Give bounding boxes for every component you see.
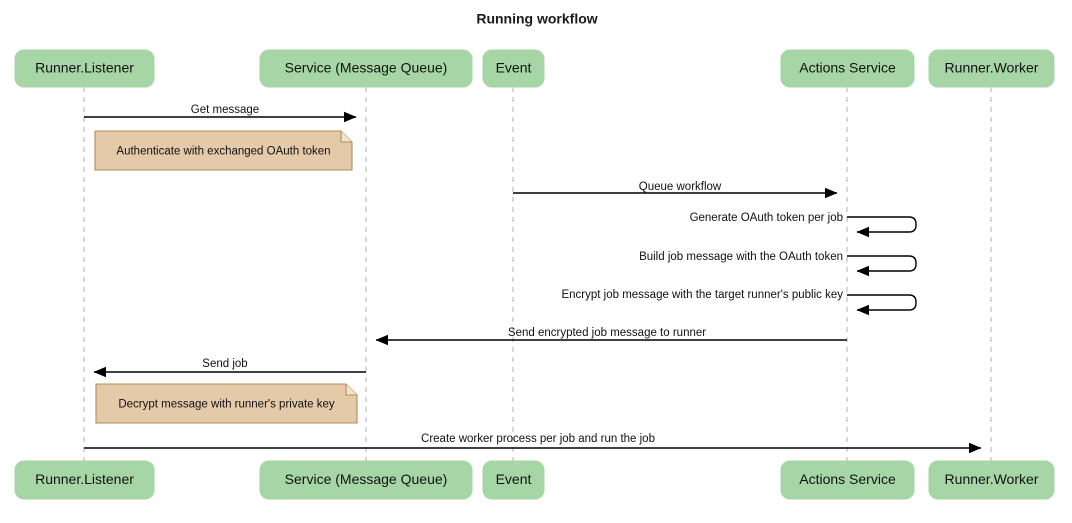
participant-box	[928, 49, 1055, 88]
message-send-job[interactable]: Send job	[93, 358, 366, 378]
self-loop-path	[847, 255, 917, 277]
lifelines-layer	[83, 87, 992, 461]
participant-box	[14, 460, 155, 500]
self-loop-path	[847, 216, 917, 238]
note-authenticate-with-exchanged-oauth-token[interactable]: Authenticate with exchanged OAuth token	[94, 130, 353, 171]
message-generate-oauth-token-per-job[interactable]: Generate OAuth token per job	[690, 212, 917, 238]
participant-label: Runner.Listener	[35, 471, 134, 487]
participant-box	[482, 460, 545, 500]
participant-label: Service (Message Queue)	[285, 60, 448, 76]
message-build-job-message-with-the-oauth-token[interactable]: Build job message with the OAuth token	[639, 251, 917, 277]
message-label: Build job message with the OAuth token	[639, 251, 843, 263]
note-body	[95, 383, 358, 424]
message-label: Generate OAuth token per job	[690, 212, 843, 224]
participant-service-message-queue-bottom[interactable]: Service (Message Queue)	[259, 460, 473, 500]
participant-box	[928, 460, 1055, 500]
message-label: Send encrypted job message to runner	[508, 327, 706, 339]
participant-label: Actions Service	[799, 60, 896, 76]
message-label: Create worker process per job and run th…	[421, 433, 655, 445]
message-create-worker-process-per-job-and-run-the-job[interactable]: Create worker process per job and run th…	[84, 433, 982, 454]
participant-runner-listener-top[interactable]: Runner.Listener	[14, 49, 155, 88]
note-fold-corner	[345, 384, 357, 396]
note-fold-corner	[340, 131, 352, 143]
participant-actions-service-bottom[interactable]: Actions Service	[780, 460, 915, 500]
participant-box	[482, 49, 545, 88]
participant-runner-worker-top[interactable]: Runner.Worker	[928, 49, 1055, 88]
participant-box	[780, 49, 915, 88]
notes-layer: Authenticate with exchanged OAuth tokenD…	[94, 130, 358, 424]
self-loop-path	[847, 294, 917, 316]
message-send-encrypted-job-message-to-runner[interactable]: Send encrypted job message to runner	[375, 327, 847, 346]
participant-box	[14, 49, 155, 88]
message-label: Send job	[202, 358, 247, 370]
message-label: Encrypt job message with the target runn…	[561, 289, 843, 301]
participant-label: Runner.Worker	[945, 60, 1039, 76]
note-body	[94, 130, 353, 171]
participant-event-top[interactable]: Event	[482, 49, 545, 88]
participant-runner-worker-bottom[interactable]: Runner.Worker	[928, 460, 1055, 500]
participant-event-bottom[interactable]: Event	[482, 460, 545, 500]
participant-label: Runner.Listener	[35, 60, 134, 76]
participant-label: Service (Message Queue)	[285, 471, 448, 487]
message-encrypt-job-message-with-the-target-runners-public-key[interactable]: Encrypt job message with the target runn…	[561, 289, 917, 316]
participant-box	[259, 460, 473, 500]
message-label: Queue workflow	[639, 181, 722, 193]
participant-label: Event	[496, 471, 532, 487]
participant-actions-service-top[interactable]: Actions Service	[780, 49, 915, 88]
participant-service-message-queue-top[interactable]: Service (Message Queue)	[259, 49, 473, 88]
participant-label: Actions Service	[799, 471, 896, 487]
participant-label: Runner.Worker	[945, 471, 1039, 487]
note-label: Authenticate with exchanged OAuth token	[116, 146, 330, 158]
participant-runner-listener-bottom[interactable]: Runner.Listener	[14, 460, 155, 500]
message-label: Get message	[191, 104, 259, 116]
note-label: Decrypt message with runner's private ke…	[118, 399, 335, 411]
participant-box	[780, 460, 915, 500]
message-queue-workflow[interactable]: Queue workflow	[513, 181, 838, 199]
note-decrypt-message-with-runners-private-key[interactable]: Decrypt message with runner's private ke…	[95, 383, 358, 424]
message-get-message[interactable]: Get message	[84, 104, 357, 123]
participant-box	[259, 49, 473, 88]
page-title: Running workflow	[476, 11, 597, 27]
participants-top-layer: Runner.Listener Service (Message Queue) Ev…	[14, 49, 1055, 88]
participant-label: Event	[496, 60, 532, 76]
participants-bottom-layer: Runner.Listener Service (Message Queue) Ev…	[14, 460, 1055, 500]
